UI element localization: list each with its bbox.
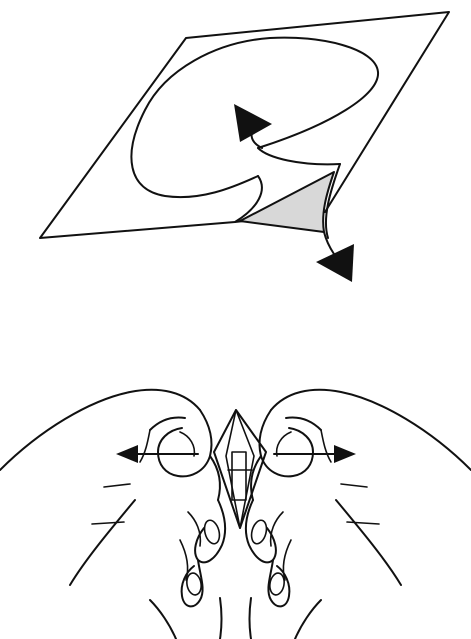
pull-apart-arrows-icon bbox=[116, 445, 356, 463]
right-hand-icon bbox=[246, 390, 471, 639]
step-fold-diagram bbox=[0, 0, 471, 300]
left-hand-icon bbox=[0, 390, 225, 639]
pull-apart-illustration bbox=[0, 380, 471, 639]
step-hands-diagram bbox=[0, 380, 471, 639]
pocket-top-edge bbox=[258, 148, 340, 164]
inside-reverse-fold-arrow-icon bbox=[234, 104, 272, 148]
shaded-flap bbox=[240, 172, 334, 232]
folded-sheet-icon bbox=[0, 0, 471, 300]
pull-out-arrow-icon bbox=[316, 232, 354, 282]
